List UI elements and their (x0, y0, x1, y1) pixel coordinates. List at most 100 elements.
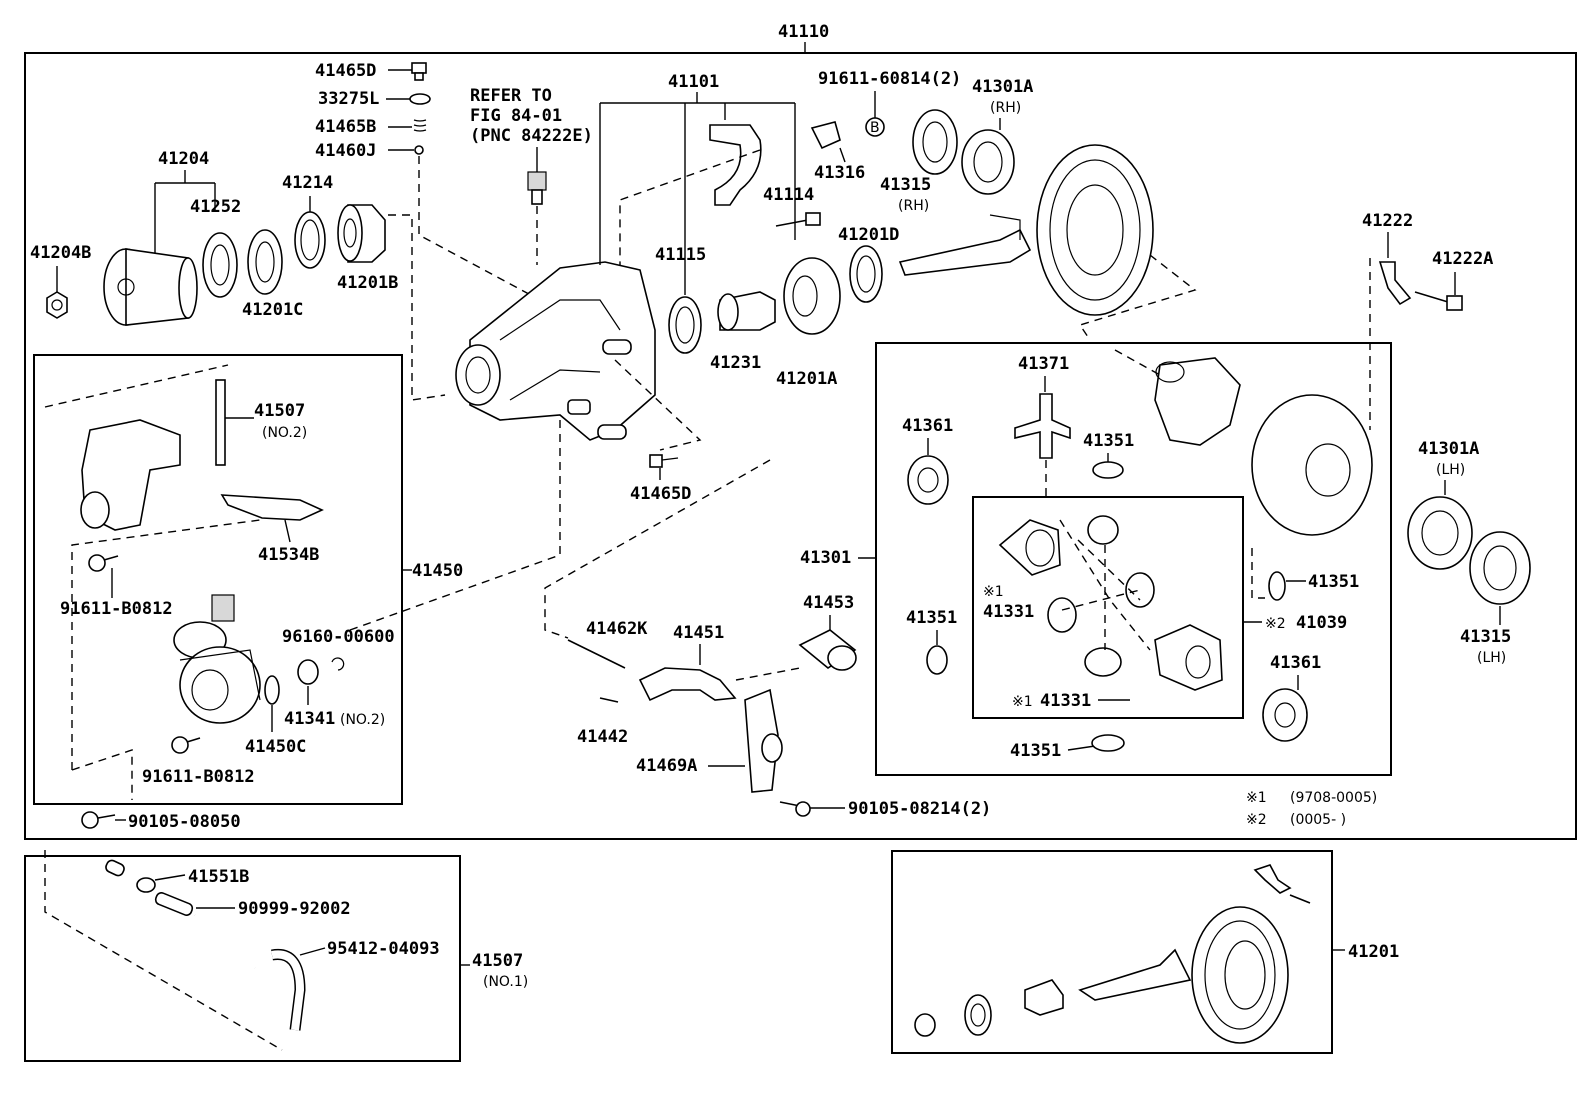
label-41315-lh: 41315 (1460, 627, 1511, 647)
side-bearing-lh-icon (1407, 496, 1531, 605)
label-41222: 41222 (1362, 211, 1413, 231)
note-1-range: (9708-0005) (1290, 790, 1377, 806)
actuator-motor-icon (173, 594, 261, 724)
drive-pinion-icon (898, 214, 1032, 276)
thrust-washer-a-icon (907, 455, 949, 505)
shift-rod-icon (567, 639, 626, 669)
label-lh-2: (LH) (1477, 650, 1506, 666)
pinion-gear-mid-icon (1047, 572, 1155, 633)
label-41465D-mid: 41465D (630, 484, 691, 504)
ring-gear-set-frame (891, 850, 1333, 1054)
bolt-90105-08214-icon (779, 801, 811, 817)
label-90105-08214: 90105-08214(2) (848, 799, 991, 819)
front-bearing-icon (337, 204, 386, 263)
washer-41351-a-icon (1092, 461, 1124, 479)
label-41451: 41451 (673, 623, 724, 643)
label-41115: 41115 (655, 245, 706, 265)
pinion-gear-subframe (972, 496, 1244, 719)
bolt-b-marker (865, 117, 885, 137)
lock-bolt-icon (1414, 291, 1463, 311)
main-assembly-frame (24, 52, 1577, 840)
thrust-washer-b-icon (1262, 688, 1308, 742)
vehicle-speed-sensor-icon (527, 171, 547, 205)
ball-icon (414, 145, 424, 155)
label-41450C: 41450C (245, 737, 306, 757)
label-91611-B0812-a: 91611-B0812 (60, 599, 173, 619)
ring-gear-set-icon (914, 864, 1311, 1044)
label-41465B: 41465B (315, 117, 376, 137)
pinion-gear-top-icon (1087, 515, 1119, 545)
shield-cover-icon (80, 419, 181, 531)
bolt-90105-08050-icon (81, 811, 116, 829)
hose-clip-icon (105, 859, 156, 893)
label-41453: 41453 (803, 593, 854, 613)
label-33275L: 33275L (318, 89, 379, 109)
label-41039: 41039 (1296, 613, 1347, 633)
note-2-mark: ※2 (1246, 812, 1267, 828)
bearing-race-icon (849, 245, 883, 303)
label-41351-b: 41351 (906, 608, 957, 628)
label-41351-c: 41351 (1308, 572, 1359, 592)
bracket-plate-icon (220, 494, 324, 521)
rear-bearing-icon (783, 257, 841, 335)
label-41462K: 41462K (586, 619, 648, 639)
adjusting-nut-lock-icon (810, 121, 841, 150)
label-41201B: 41201B (337, 273, 398, 293)
label-no2-a: (NO.2) (262, 425, 307, 441)
label-90999-92002: 90999-92002 (238, 899, 351, 919)
label-41534B: 41534B (258, 545, 319, 565)
o-ring-icon (264, 675, 280, 705)
washer-41351-b-icon (926, 645, 948, 675)
label-41331-b: 41331 (1040, 691, 1091, 711)
pinion-gear-bottom-icon (1084, 647, 1122, 677)
label-41201: 41201 (1348, 942, 1399, 962)
label-no1: (NO.1) (483, 974, 528, 990)
washer-41351-d-icon (1091, 734, 1125, 752)
label-91611-60814: 91611-60814(2) (818, 69, 961, 89)
label-41201D: 41201D (838, 225, 899, 245)
breather-hose-b-icon (271, 948, 306, 1031)
label-lh-1: (LH) (1436, 462, 1465, 478)
label-41301A-rh: 41301A (972, 77, 1033, 97)
label-90105-08050: 90105-08050 (128, 812, 241, 832)
diff-case-half-icon (1154, 357, 1241, 446)
bolt-icon (775, 212, 821, 227)
oil-seal-icon (247, 229, 283, 295)
label-41101: 41101 (668, 72, 719, 92)
label-41469A: 41469A (636, 756, 697, 776)
label-41204B: 41204B (30, 243, 91, 263)
refer-note-line3: (PNC 84222E) (470, 126, 593, 146)
companion-flange-icon (103, 248, 198, 326)
drain-plug-icon (411, 62, 427, 81)
label-41214: 41214 (282, 173, 333, 193)
sleeve-41453-icon (798, 629, 857, 671)
label-no2-b: (NO.2) (340, 712, 385, 728)
mark-1-b: ※1 (1012, 694, 1033, 710)
lock-plate-icon (1378, 261, 1412, 306)
shift-fork-icon (638, 667, 737, 702)
breather-hose-a-icon (193, 911, 256, 972)
breather-plug-icon (154, 892, 194, 916)
mark-2: ※2 (1265, 616, 1286, 632)
label-41351-a: 41351 (1083, 431, 1134, 451)
diff-case-flange-icon (1251, 394, 1373, 536)
label-41450: 41450 (412, 561, 463, 581)
label-41201C: 41201C (242, 300, 303, 320)
label-41315-rh: 41315 (880, 175, 931, 195)
label-41252: 41252 (190, 197, 241, 217)
label-rh-1: (RH) (990, 100, 1021, 116)
label-91611-B0812-b: 91611-B0812 (142, 767, 255, 787)
refer-note-line1: REFER TO (470, 86, 552, 106)
spacer-icon (294, 211, 326, 269)
small-bolt-icon-b (171, 736, 201, 754)
dust-deflector-icon (202, 232, 238, 298)
label-41231: 41231 (710, 353, 761, 373)
plug-41465D-mid-icon (649, 454, 679, 468)
label-41361-b: 41361 (1270, 653, 1321, 673)
snap-ring-icon (331, 657, 345, 671)
gear-sleeve-icon (297, 659, 319, 685)
ring-gear-icon (1036, 144, 1154, 316)
label-41460J: 41460J (315, 141, 376, 161)
label-41551B: 41551B (188, 867, 249, 887)
